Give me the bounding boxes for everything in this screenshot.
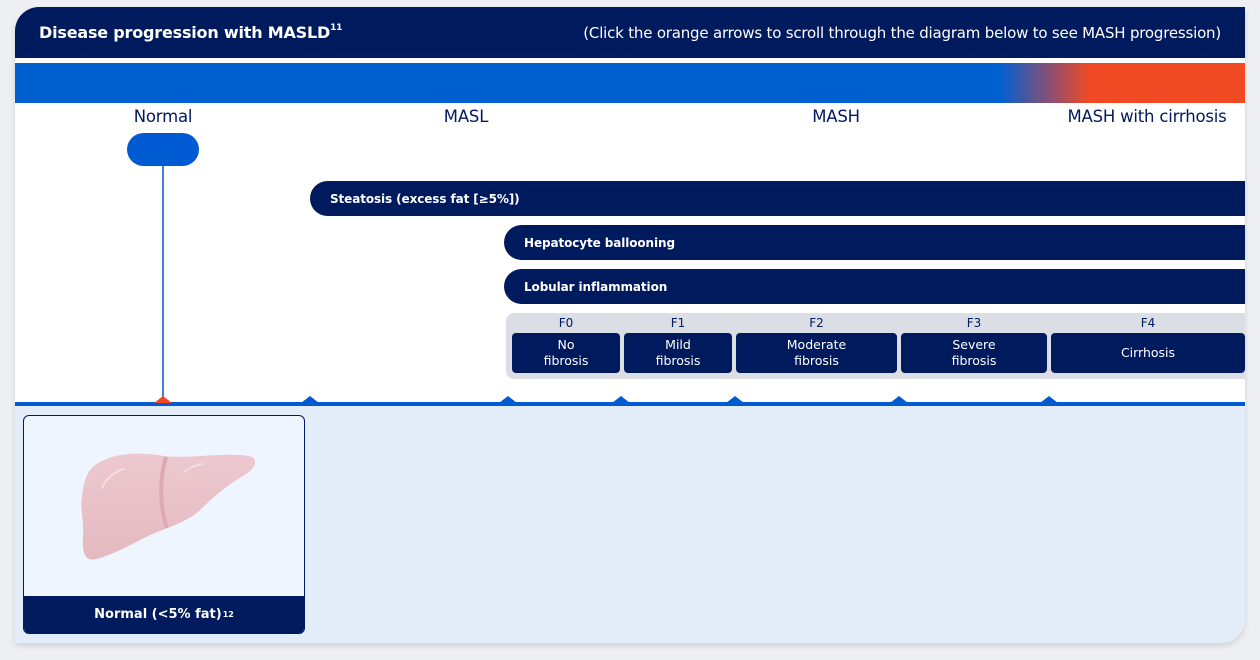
- page-title: Disease progression with MASLD11: [39, 23, 342, 42]
- timeline-marker-4[interactable]: [726, 396, 744, 403]
- header: Disease progression with MASLD11 (Click …: [15, 7, 1245, 58]
- stage-label-mash: MASH: [812, 107, 860, 126]
- stage-label-masl: MASL: [443, 107, 489, 126]
- fibrosis-label: Cirrhosis: [1051, 333, 1245, 373]
- stage-label-normal: Normal: [133, 107, 193, 126]
- instruction-text: (Click the orange arrows to scroll throu…: [583, 23, 1221, 42]
- liver-icon: [81, 453, 256, 560]
- feature-bar-lobular-inflammation: Lobular inflammation: [504, 269, 1245, 304]
- timeline-marker-3[interactable]: [612, 396, 630, 403]
- fibrosis-stage-f1: F1 Mild fibrosis: [624, 313, 732, 373]
- fibrosis-label: Moderate fibrosis: [736, 333, 897, 373]
- feature-label: Steatosis (excess fat [≥5%]): [330, 191, 520, 206]
- fibrosis-stages-panel: F0 No fibrosis F1 Mild fibrosis F2 Moder…: [506, 313, 1245, 379]
- normal-stage-button[interactable]: [127, 133, 199, 166]
- timeline-marker-5[interactable]: [890, 396, 908, 403]
- liver-detail-card: Normal (<5% fat)12: [23, 415, 305, 634]
- caption-reference: 12: [222, 610, 234, 619]
- fibrosis-stage-f0: F0 No fibrosis: [512, 313, 620, 373]
- normal-liver-illustration: [24, 416, 304, 597]
- fibrosis-stage-f2: F2 Moderate fibrosis: [736, 313, 897, 373]
- feature-bar-steatosis: Steatosis (excess fat [≥5%]): [310, 181, 1245, 216]
- timeline-marker-6[interactable]: [1040, 396, 1058, 403]
- timeline-marker-2[interactable]: [499, 396, 517, 403]
- disease-progression-card: Disease progression with MASLD11 (Click …: [15, 7, 1245, 643]
- normal-stage-connector: [162, 166, 164, 401]
- fibrosis-code: F1: [670, 316, 686, 330]
- feature-bar-hepatocyte-ballooning: Hepatocyte ballooning: [504, 225, 1245, 260]
- fibrosis-label: No fibrosis: [512, 333, 620, 373]
- detail-area: Normal (<5% fat)12: [15, 406, 1245, 643]
- feature-label: Lobular inflammation: [524, 279, 668, 294]
- timeline-marker-1[interactable]: [301, 396, 319, 403]
- fibrosis-code: F3: [966, 316, 982, 330]
- feature-label: Hepatocyte ballooning: [524, 235, 675, 250]
- fibrosis-stage-f3: F3 Severe fibrosis: [901, 313, 1047, 373]
- header-divider: [15, 58, 1245, 63]
- fibrosis-code: F4: [1140, 316, 1156, 330]
- timeline-axis: [15, 402, 1245, 406]
- fibrosis-stage-f4: F4 Cirrhosis: [1051, 313, 1245, 373]
- liver-caption: Normal (<5% fat)12: [24, 596, 304, 633]
- fibrosis-label: Severe fibrosis: [901, 333, 1047, 373]
- fibrosis-code: F2: [809, 316, 824, 330]
- fibrosis-code: F0: [558, 316, 574, 330]
- title-reference: 11: [330, 23, 343, 33]
- timeline-marker-0[interactable]: [154, 396, 172, 403]
- stage-label-mash-cirrhosis: MASH with cirrhosis: [1067, 107, 1227, 126]
- caption-text: Normal (<5% fat): [94, 607, 222, 622]
- title-text: Disease progression with MASLD: [39, 23, 331, 42]
- severity-gradient-bar: [15, 63, 1245, 103]
- fibrosis-label: Mild fibrosis: [624, 333, 732, 373]
